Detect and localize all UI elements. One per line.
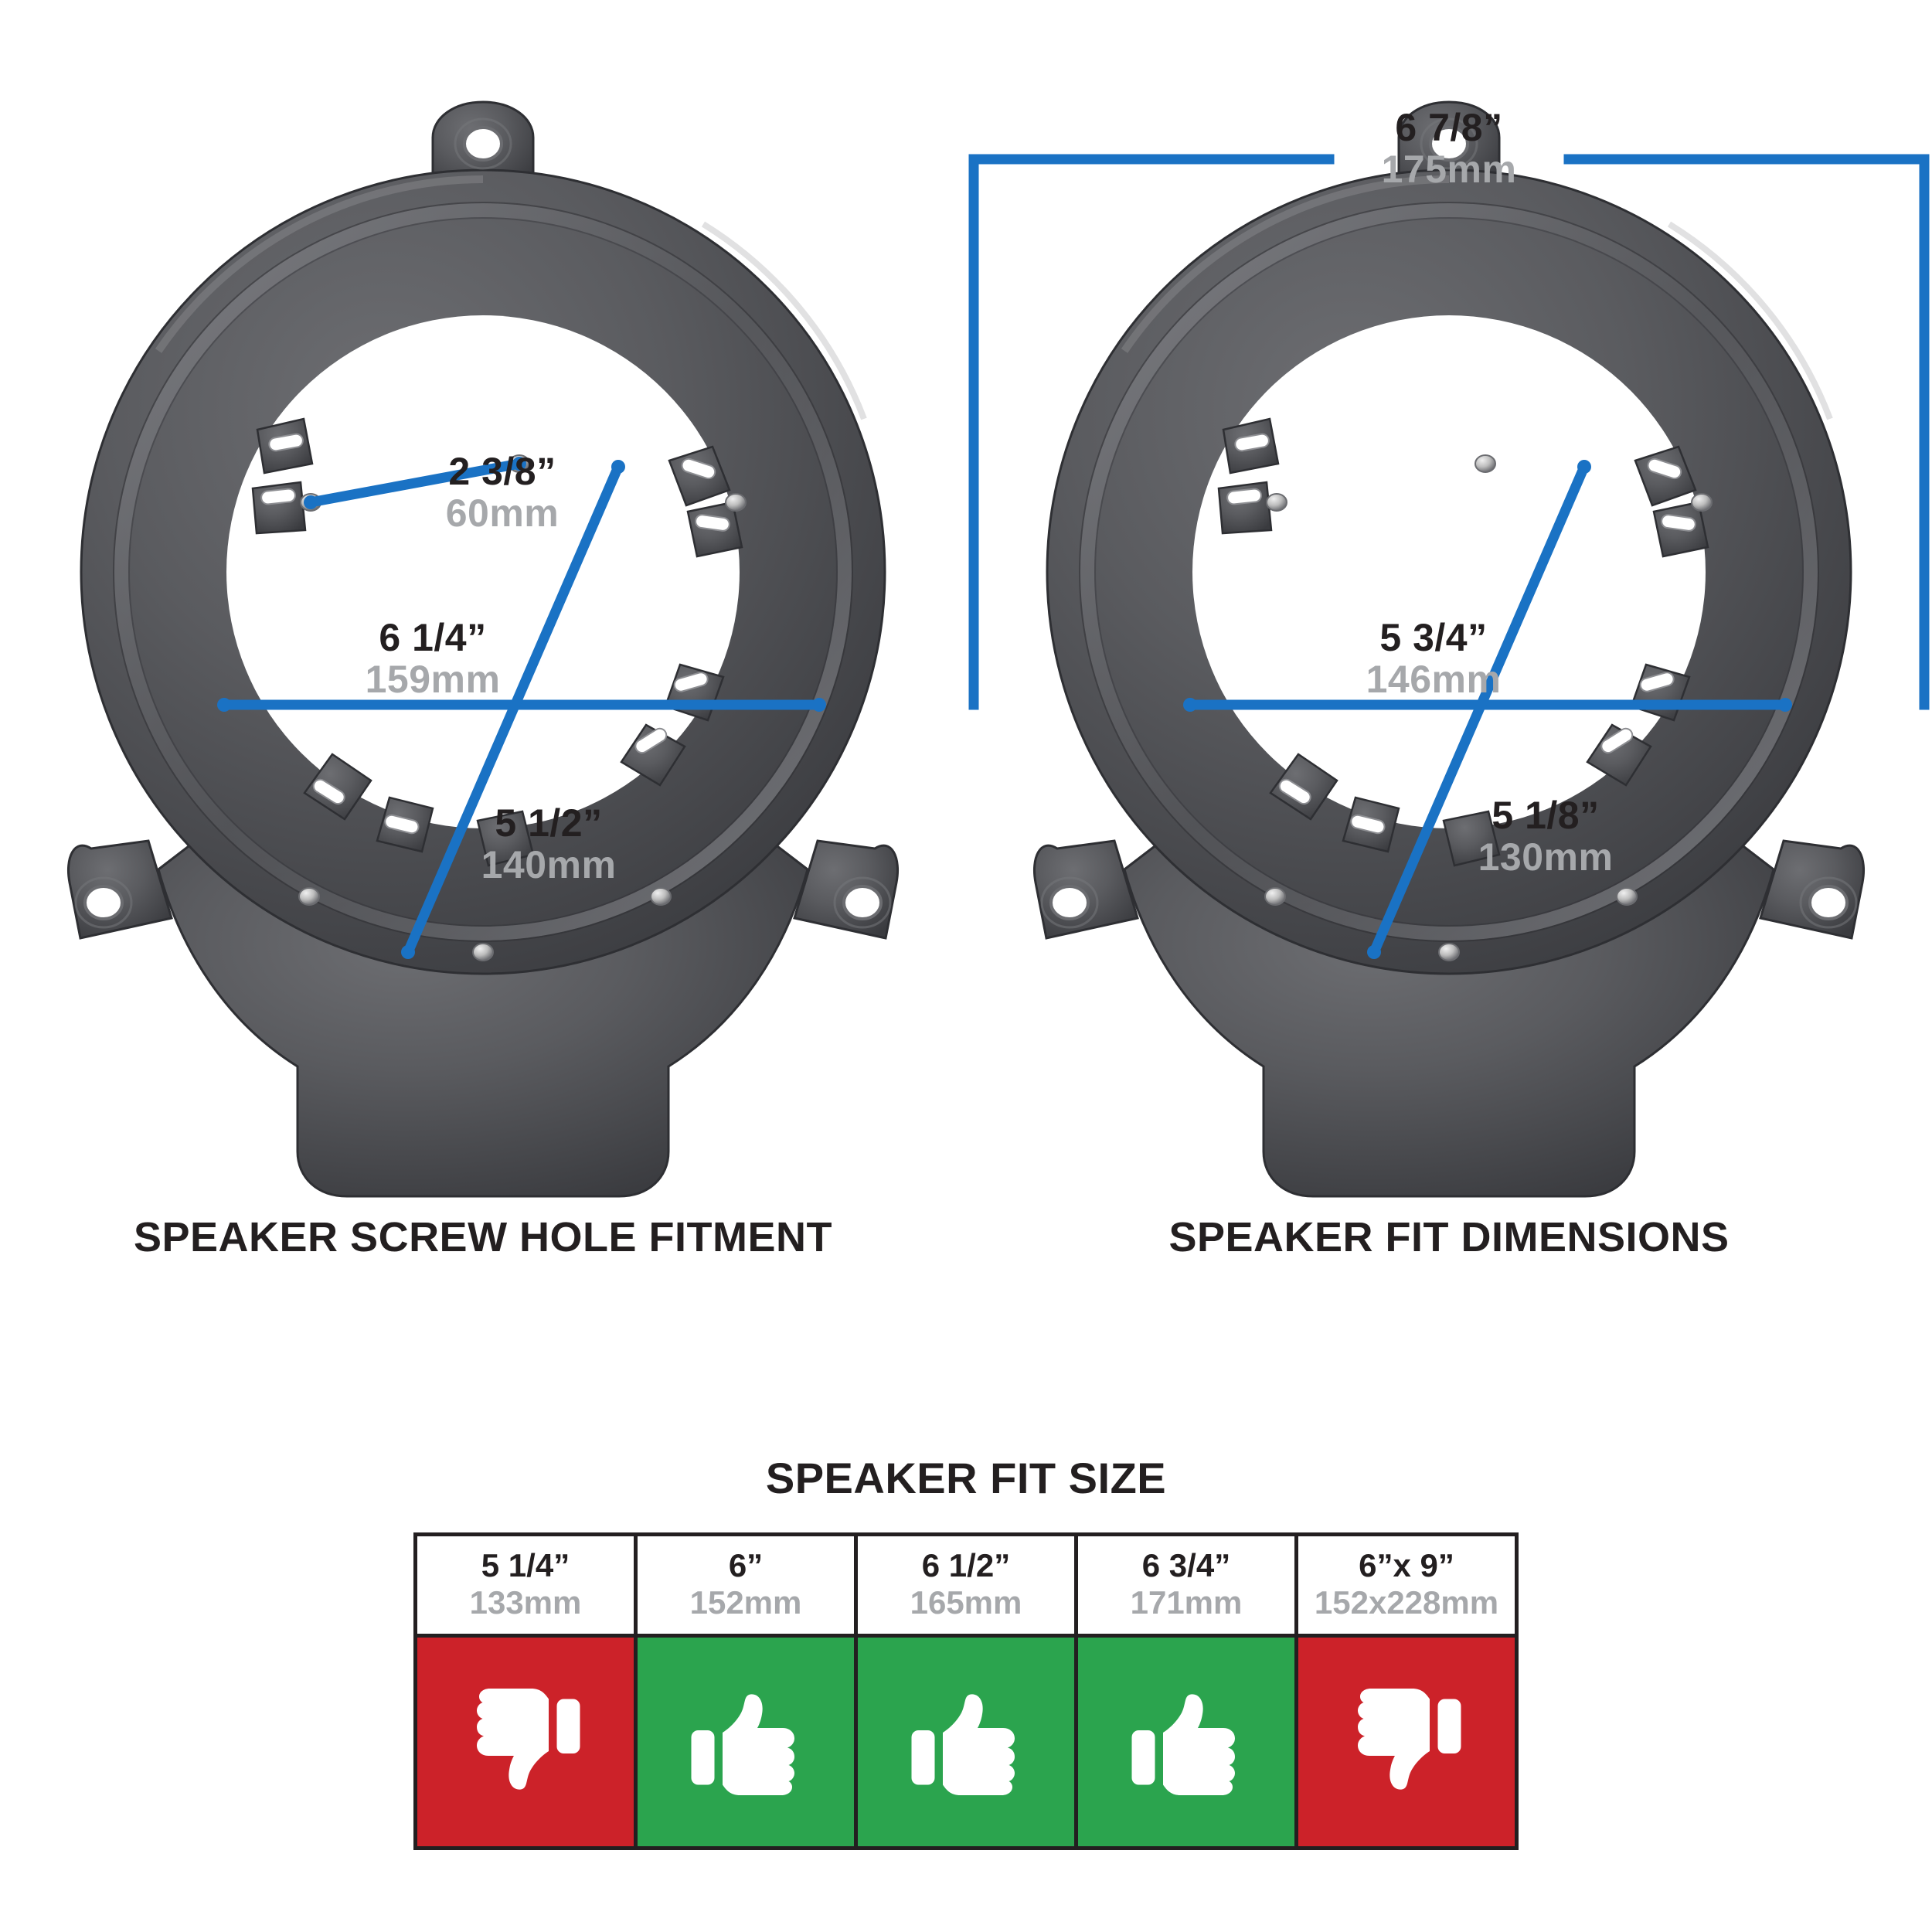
- dimension-label-screw-hole-spacing: 2 3/8” 60mm: [386, 452, 618, 532]
- dimension-label-screw-hole-horizontal: 6 1/4” 159mm: [317, 618, 549, 699]
- size-mm: 165mm: [910, 1584, 1022, 1621]
- fit-size-header-cell: 6”x 9” 152x228mm: [1298, 1536, 1515, 1634]
- dimension-mm: 159mm: [365, 658, 501, 701]
- dimension-label-fit-diagonal: 5 1/8” 130mm: [1430, 796, 1662, 876]
- fit-size-header-cell: 6” 152mm: [638, 1536, 858, 1634]
- size-mm: 133mm: [469, 1584, 582, 1621]
- dimension-mm: 130mm: [1478, 835, 1614, 879]
- speaker-bracket-body: [66, 100, 900, 1198]
- dimension-label-overall-width: 6 7/8” 175mm: [1333, 108, 1565, 189]
- size-inch: 6 1/2”: [921, 1547, 1011, 1583]
- fit-size-header-row: 5 1/4” 133mm 6” 152mm 6 1/2” 165mm 6 3/4…: [417, 1536, 1515, 1634]
- dimension-inch: 6 7/8”: [1395, 106, 1503, 149]
- thumbs-up-icon: [908, 1684, 1024, 1800]
- diagram-row: 2 3/8” 60mm 6 1/4” 159mm 5 1/2” 140mm SP…: [0, 0, 1932, 1314]
- size-inch: 6”: [728, 1547, 764, 1583]
- fit-size-table: 5 1/4” 133mm 6” 152mm 6 1/2” 165mm 6 3/4…: [413, 1532, 1519, 1851]
- mounting-grommets: [74, 117, 892, 929]
- thumbs-up-icon: [688, 1684, 804, 1800]
- dimension-inch: 2 3/8”: [448, 450, 556, 493]
- size-mm: 152mm: [689, 1584, 802, 1621]
- panel-caption-screw-hole-fitment: SPEAKER SCREW HOLE FITMENT: [133, 1214, 833, 1260]
- fit-indicator-cell: [638, 1638, 858, 1847]
- fit-size-title: SPEAKER FIT SIZE: [765, 1454, 1167, 1502]
- speaker-fit-size-section: SPEAKER FIT SIZE 5 1/4” 133mm 6” 152mm 6…: [0, 1453, 1932, 1851]
- fit-size-icon-row: [417, 1634, 1515, 1847]
- size-inch: 5 1/4”: [481, 1547, 570, 1583]
- fit-size-header-cell: 6 3/4” 171mm: [1078, 1536, 1298, 1634]
- size-inch: 6 3/4”: [1141, 1547, 1231, 1583]
- dimension-mm: 146mm: [1366, 658, 1502, 701]
- panel-fit-dimensions: 6 7/8” 175mm 5 3/4” 146mm 5 1/8” 130mm S…: [966, 0, 1932, 1314]
- fit-indicator-cell: [858, 1638, 1078, 1847]
- dimension-inch: 5 3/4”: [1379, 616, 1488, 659]
- dimension-mm: 60mm: [445, 492, 560, 535]
- fit-indicator-cell: [417, 1638, 638, 1847]
- dimension-mm: 140mm: [481, 843, 617, 886]
- dimension-inch: 6 1/4”: [379, 616, 487, 659]
- dimension-inch: 5 1/2”: [495, 801, 603, 845]
- panel-screw-hole-fitment: 2 3/8” 60mm 6 1/4” 159mm 5 1/2” 140mm SP…: [0, 0, 966, 1314]
- thumbs-up-icon: [1128, 1684, 1244, 1800]
- dimension-label-fit-horizontal: 5 3/4” 146mm: [1318, 618, 1549, 699]
- overall-width-bracket: [968, 154, 1930, 710]
- fit-size-header-cell: 6 1/2” 165mm: [858, 1536, 1078, 1634]
- fit-indicator-cell: [1078, 1638, 1298, 1847]
- thumbs-down-icon: [468, 1684, 583, 1800]
- dimension-endpoints-left: [217, 457, 826, 959]
- mounting-grommets: [1040, 117, 1858, 929]
- bracket-illustration-left: [0, 0, 966, 1206]
- fit-size-header-cell: 5 1/4” 133mm: [417, 1536, 638, 1634]
- dimension-endpoints-right: [1183, 460, 1792, 959]
- size-inch: 6”x 9”: [1359, 1547, 1454, 1583]
- dimension-inch: 5 1/8”: [1492, 794, 1600, 837]
- dimension-lines-right: [1185, 461, 1791, 957]
- dimension-label-screw-hole-diagonal: 5 1/2” 140mm: [433, 804, 665, 884]
- size-mm: 171mm: [1130, 1584, 1243, 1621]
- thumbs-down-icon: [1349, 1684, 1464, 1800]
- size-mm: 152x228mm: [1314, 1584, 1499, 1621]
- bracket-illustration-right: [966, 0, 1932, 1206]
- fit-indicator-cell: [1298, 1638, 1515, 1847]
- dimension-mm: 175mm: [1381, 148, 1517, 191]
- dimension-lines-left: [219, 458, 825, 957]
- screw-holes: [1264, 454, 1713, 961]
- panel-caption-fit-dimensions: SPEAKER FIT DIMENSIONS: [1168, 1214, 1730, 1260]
